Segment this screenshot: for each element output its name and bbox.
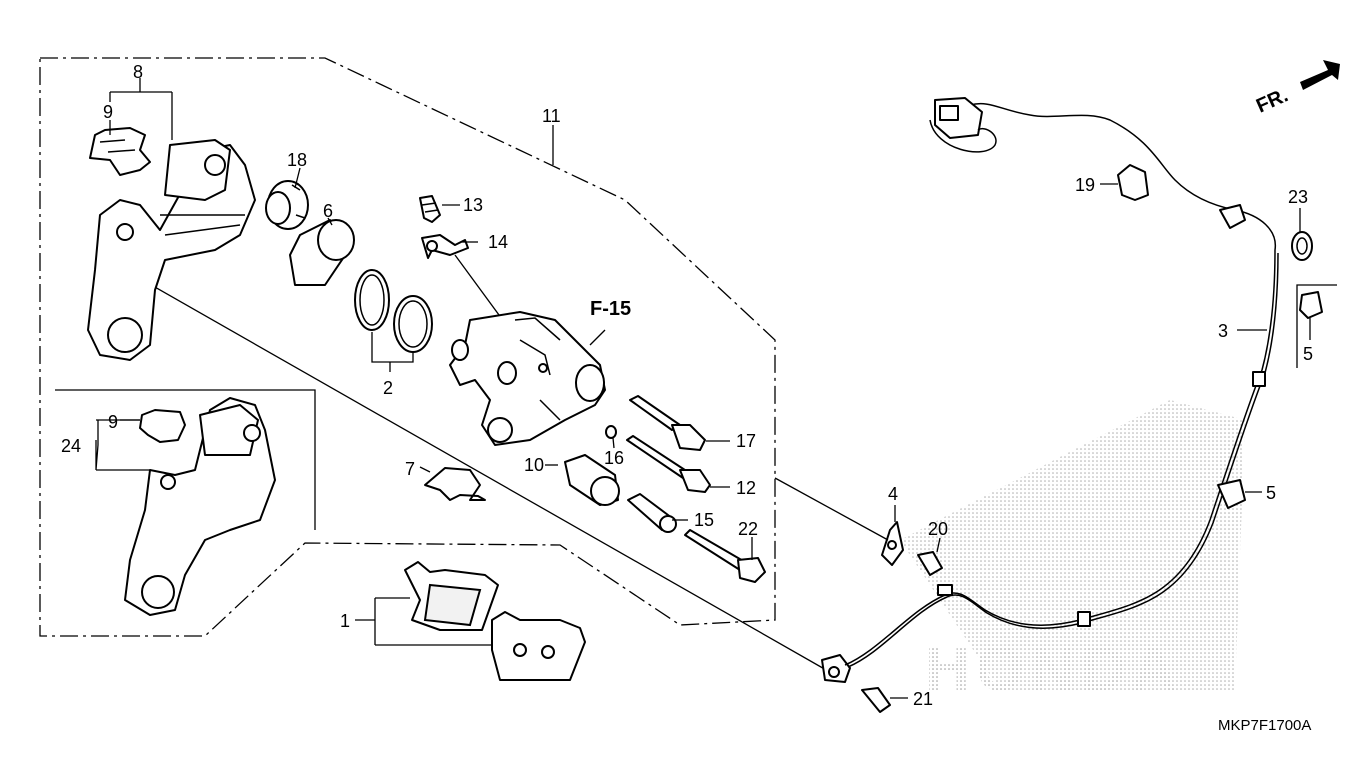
callout-7: 7 — [405, 459, 415, 479]
callout-4: 4 — [888, 484, 898, 504]
callout-17: 17 — [736, 431, 756, 451]
caliper-bracket — [87, 139, 256, 361]
pin-12 — [626, 435, 711, 493]
rubber-bush-10 — [564, 454, 620, 506]
callout-11: 11 — [542, 106, 561, 126]
diagonal-line — [124, 269, 836, 676]
callout-23: 23 — [1288, 187, 1308, 207]
sensor-stay-4 — [881, 521, 904, 566]
watermark-text: HONDA — [925, 635, 1182, 704]
wire-grommet-a — [937, 371, 1266, 627]
callout-5-upper: 5 — [1303, 344, 1313, 364]
callout-5-lower: 5 — [1266, 483, 1276, 503]
piston — [289, 219, 355, 286]
pad-spring-inset — [139, 409, 186, 443]
callout-19: 19 — [1075, 175, 1095, 195]
callout-9-top: 9 — [103, 102, 113, 122]
reference-label: F-15 — [590, 298, 631, 320]
direction-label: FR. — [1253, 84, 1291, 117]
pad-spring-7 — [424, 467, 486, 501]
clamp-23 — [1291, 231, 1313, 261]
pin-17 — [629, 395, 706, 451]
washer-16 — [605, 425, 617, 439]
bleeder-cap — [421, 234, 469, 259]
callout-2: 2 — [383, 378, 393, 398]
bolt-20 — [917, 551, 943, 576]
callout-24: 24 — [61, 436, 81, 456]
clip-5-upper — [1299, 291, 1323, 319]
callout-18: 18 — [287, 150, 307, 170]
callout-16: 16 — [604, 448, 624, 468]
inset-bracket — [124, 397, 276, 616]
wheel-speed-sensor — [821, 654, 851, 683]
bracket-5 — [1296, 284, 1337, 368]
wire-clip-upper — [1219, 204, 1246, 229]
callout-20: 20 — [928, 519, 948, 539]
callout-12: 12 — [736, 478, 756, 498]
callout-3: 3 — [1218, 321, 1228, 341]
brake-pad-1 — [404, 561, 499, 631]
callout-10: 10 — [524, 455, 544, 475]
clip-5-lower — [1217, 479, 1246, 509]
callout-numbers: 8 9 18 6 11 13 14 2 17 16 10 12 7 15 22 … — [61, 62, 1313, 709]
sleeve-15 — [627, 493, 677, 533]
sensor-wire — [844, 102, 1276, 666]
bolt-21 — [861, 687, 891, 713]
bleeder-screw — [419, 195, 441, 223]
leader-lines — [95, 78, 1311, 699]
callout-22: 22 — [738, 519, 758, 539]
dotted-field — [900, 400, 1245, 690]
bolt-22 — [684, 529, 766, 583]
callout-13: 13 — [463, 195, 483, 215]
callout-1: 1 — [340, 611, 350, 631]
ref-arrow — [589, 329, 606, 346]
diagram-code: MKP7F1700A — [1218, 717, 1311, 734]
brake-pad-2 — [491, 611, 586, 681]
assembly-outline — [39, 57, 776, 637]
pad-spring-top — [89, 127, 151, 176]
seals — [354, 269, 433, 353]
callout-15: 15 — [694, 510, 714, 530]
clamp-19 — [1117, 164, 1149, 201]
front-arrow-icon — [1300, 60, 1340, 90]
callout-8: 8 — [133, 62, 143, 82]
callout-9-inset: 9 — [108, 412, 118, 432]
callout-14: 14 — [488, 232, 508, 252]
callout-6: 6 — [323, 201, 333, 221]
caliper-body — [449, 311, 606, 446]
boot — [265, 180, 309, 230]
inset-frame — [55, 389, 316, 530]
wire-connector — [929, 97, 997, 153]
callout-21: 21 — [913, 689, 933, 709]
